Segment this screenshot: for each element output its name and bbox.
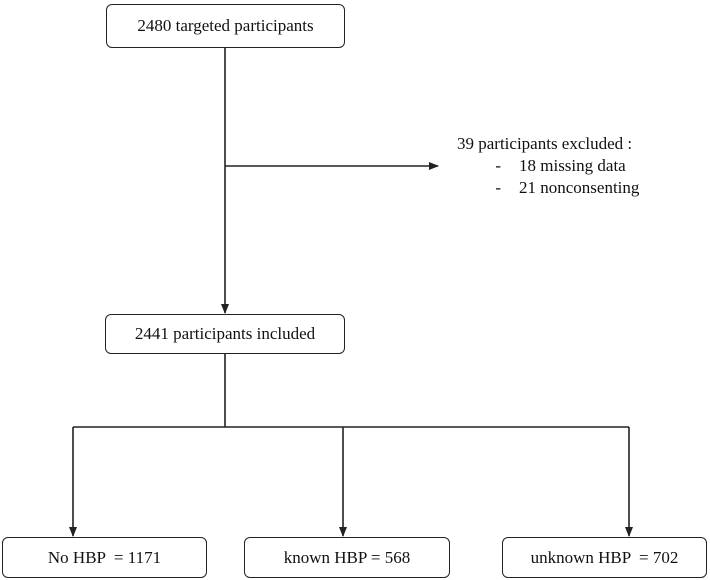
exclusion-item-text: 18 missing data xyxy=(519,156,626,175)
exclusion-bullet: - xyxy=(495,178,501,197)
included-participants-box: 2441 participants included xyxy=(105,314,345,354)
exclusion-item: - 21 nonconsenting xyxy=(457,177,639,199)
known-hbp-box: known HBP = 568 xyxy=(244,537,450,578)
targeted-participants-box: 2480 targeted participants xyxy=(106,4,345,48)
unknown-hbp-box: unknown HBP = 702 xyxy=(502,537,707,578)
exclusion-item-text: 21 nonconsenting xyxy=(519,178,640,197)
exclusion-item: - 18 missing data xyxy=(457,155,639,177)
no-hbp-box: No HBP = 1171 xyxy=(2,537,207,578)
targeted-participants-label: 2480 targeted participants xyxy=(137,16,314,35)
included-participants-label: 2441 participants included xyxy=(134,324,316,343)
no-hbp-label: No HBP = 1171 xyxy=(47,547,162,567)
exclusion-title: 39 participants excluded : xyxy=(457,134,633,153)
exclusion-note: 39 participants excluded : - 18 missing … xyxy=(457,133,639,199)
unknown-hbp-label: unknown HBP = 702 xyxy=(530,547,679,567)
known-hbp-label: known HBP = 568 xyxy=(283,547,411,567)
exclusion-bullet: - xyxy=(495,156,501,175)
